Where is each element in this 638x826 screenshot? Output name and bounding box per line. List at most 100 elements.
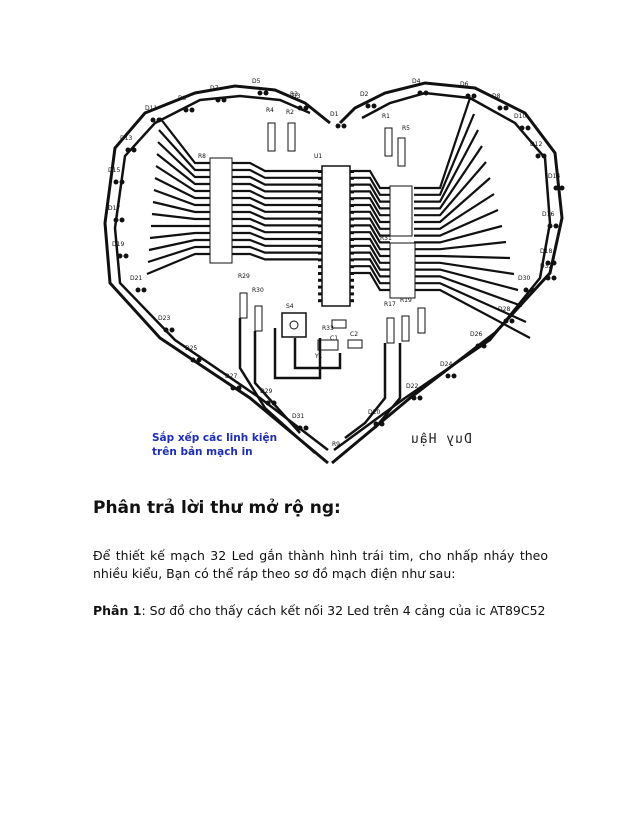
label-d15: D15 [108,167,120,174]
pcb-trace [147,245,210,264]
resistor-r2 [287,122,296,152]
pcb-trace [149,231,210,240]
led-pad [117,253,123,259]
led-pad [497,105,503,111]
led-pad [365,103,371,109]
pcb-trace [414,254,511,260]
pcb-trace [354,203,390,224]
led-pad [475,343,481,349]
pcb-trace [354,237,390,258]
label-r33: R33 [322,325,334,332]
ic-pin [318,265,322,269]
led-pad [131,147,137,153]
bottom-wiring [238,318,402,454]
label-r9: R9 [332,441,340,448]
ic-pin [318,224,322,228]
resistor-r17 [386,317,395,344]
pcb-trace [354,224,390,244]
label-d21: D21 [130,275,142,282]
part-1-label: Phân 1 [93,603,142,618]
led-pad [215,97,221,103]
resistor-pack-left [209,157,233,264]
led-pad [481,343,487,349]
label-d14: D14 [548,173,560,180]
led-pad [236,385,242,391]
led-pad [221,97,227,103]
led-pad [190,357,196,363]
led-pad [559,185,565,191]
pcb-trace [232,231,318,241]
led-pad [196,357,202,363]
pcb-trace [232,224,318,234]
led-pad [541,153,547,159]
ic-pin [318,238,322,241]
led-pad [263,90,269,96]
pcb-trace [414,288,531,339]
led-pad [451,373,457,379]
label-d20: D20 [368,409,380,416]
label-d24: D24 [440,361,452,368]
led-pad [503,318,509,324]
led-pad [553,185,559,191]
pcb-trace [354,217,390,237]
led-pad [265,400,271,406]
label-d32: D32 [540,263,552,270]
label-d3: D3 [292,93,301,100]
ic-pin [350,217,354,221]
led-pad [423,90,429,96]
resistor-pack-right-bottom [389,242,416,299]
resistor-r30 [254,305,263,332]
led-pad [371,103,377,109]
label-d19: D19 [112,241,124,248]
label-d10: D10 [514,113,526,120]
led-pad [417,90,423,96]
ic-pin [350,197,354,201]
pcb-trace [232,168,318,179]
led-pad [135,287,141,293]
paragraph-part-1: Phân 1: Sơ đồ cho thấy cách kết nối 32 L… [93,602,548,620]
pcb-trace [232,196,318,207]
label-d27: D27 [225,373,237,380]
ic-pin [350,176,354,180]
label-r19: R19 [400,297,412,304]
led-pad [230,385,236,391]
led-pad [411,395,417,401]
ic-pin [350,299,354,303]
resistor-r22 [417,307,426,334]
label-d25: D25 [185,345,197,352]
led-pad [551,275,557,281]
label-u1: U1 [314,153,322,160]
led-pad [113,217,119,223]
capacitor-c2 [347,339,363,349]
pcb-trace [232,161,318,173]
led-pad [509,318,515,324]
label-d2: D2 [360,91,369,98]
resistor-r4 [267,122,276,152]
label-d4: D4 [412,78,421,85]
pcb-trace [354,231,390,251]
figure-caption: Sắp xếp các linh kiện trên bản mạch in [152,431,322,459]
pcb-trace [414,224,503,244]
led-pad [519,125,525,131]
pcb-trace [354,169,390,190]
pcb-trace [232,203,318,213]
ic-pin [350,224,354,228]
led-pad [545,260,551,266]
capacitor-c1 [331,319,347,329]
pcb-trace [414,261,515,276]
ic-pin [318,251,322,255]
pcb-trace [151,212,210,221]
ic-pin [350,204,354,207]
pcb-trace [354,197,390,217]
led-pad [373,421,379,427]
pcb-trace [414,208,499,237]
resistor-r5 [397,137,406,167]
label-r4: R4 [266,107,274,114]
ic-u1-pins [318,170,354,303]
ic-pin [318,231,322,235]
ic-pin [350,231,354,235]
ic-pin [350,258,354,262]
pcb-trace [354,190,390,210]
ic-pin [350,265,354,269]
